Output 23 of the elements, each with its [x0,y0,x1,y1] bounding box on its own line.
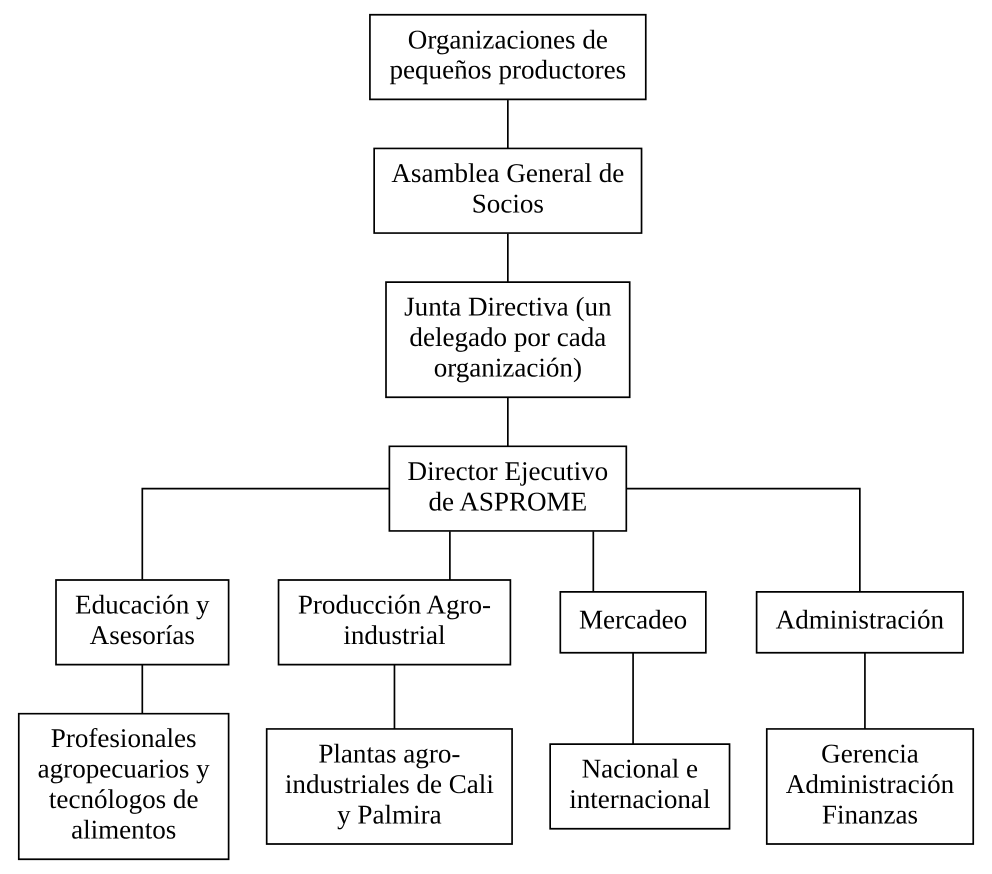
node-box: Asamblea General de Socios [373,148,642,234]
node-box: Profesionales agropecuarios y tecnólogos de alimentos [18,712,230,860]
connector [507,234,509,282]
connector [449,532,451,580]
connector [507,100,509,148]
connector [632,653,634,744]
connector [141,488,390,580]
node-box: Junta Directiva (un delegado por cada organización) [385,281,631,398]
node-box: Producción Agro-industrial [278,579,512,666]
connector [394,665,396,729]
node-box: Administración [756,591,964,654]
connector [141,665,144,714]
connector [592,532,594,592]
connector [507,397,509,446]
node-box: Organizaciones de pequeños productores [369,14,647,100]
connector [626,488,861,592]
node-box: Educación y Asesorías [55,579,230,666]
node-box: Gerencia Administración Finanzas [766,728,974,845]
node-box: Plantas agro-industriales de Cali y Palmira [266,728,513,845]
connector [864,653,866,728]
node-box: Nacional e internacional [549,743,730,830]
node-box: Director Ejecutivo de ASPROME [388,445,628,532]
node-box: Mercadeo [559,591,707,654]
